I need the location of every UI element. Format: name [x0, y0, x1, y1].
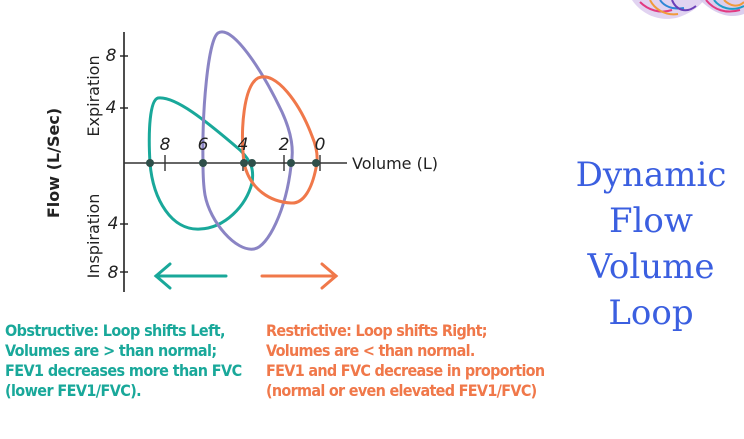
restrictive-caption-line-1: Restrictive: Loop shifts Right;: [266, 321, 488, 340]
x-tick-6: 6: [198, 135, 209, 155]
axis-intersection-dots: [146, 159, 320, 167]
obstructive-caption-line-3: FEV1 decreases more than FVC: [5, 361, 242, 380]
x-tick-2: 2: [279, 135, 290, 155]
obstructive-caption: Obstructive: Loop shifts Left, Volumes a…: [5, 321, 242, 401]
title-line-3: Volume: [587, 247, 715, 287]
title-line-2: Flow: [608, 201, 694, 241]
y-tick-inspiration-8: 8: [108, 263, 119, 283]
y-tick-marks: [120, 55, 128, 273]
right-shift-arrow: [260, 262, 339, 290]
restrictive-caption-line-2: Volumes are < than normal.: [266, 341, 475, 360]
y-tick-inspiration-4: 4: [108, 214, 119, 234]
inspiration-label: Inspiration: [84, 194, 103, 279]
restrictive-loop: [241, 75, 319, 205]
obstructive-caption-line-2: Volumes are > than normal;: [5, 341, 217, 360]
left-shift-arrow: [153, 262, 228, 290]
title-line-4: Loop: [608, 293, 694, 333]
obstructive-caption-line-1: Obstructive: Loop shifts Left,: [5, 321, 225, 340]
x-tick-8: 8: [160, 135, 171, 155]
restrictive-caption-line-3: FEV1 and FVC decrease in proportion: [266, 361, 545, 380]
y-tick-expiration-4: 4: [106, 98, 117, 118]
x-axis-label: Volume (L): [352, 154, 438, 173]
lung-illustration-image: [632, 0, 744, 19]
expiration-label: Expiration: [84, 55, 103, 136]
y-axis-title: Flow (L/Sec): [44, 108, 63, 218]
x-tick-0: 0: [315, 135, 326, 155]
title-line-1: Dynamic: [575, 155, 727, 195]
restrictive-caption-line-4: (normal or even elevated FEV1/FVC): [266, 381, 537, 400]
restrictive-caption: Restrictive: Loop shifts Right; Volumes …: [266, 321, 545, 401]
y-tick-expiration-8: 8: [106, 46, 117, 66]
obstructive-caption-line-4: (lower FEV1/FVC).: [5, 381, 142, 400]
x-tick-4: 4: [238, 135, 249, 155]
slide-title: Dynamic Flow Volume Loop: [556, 152, 744, 336]
